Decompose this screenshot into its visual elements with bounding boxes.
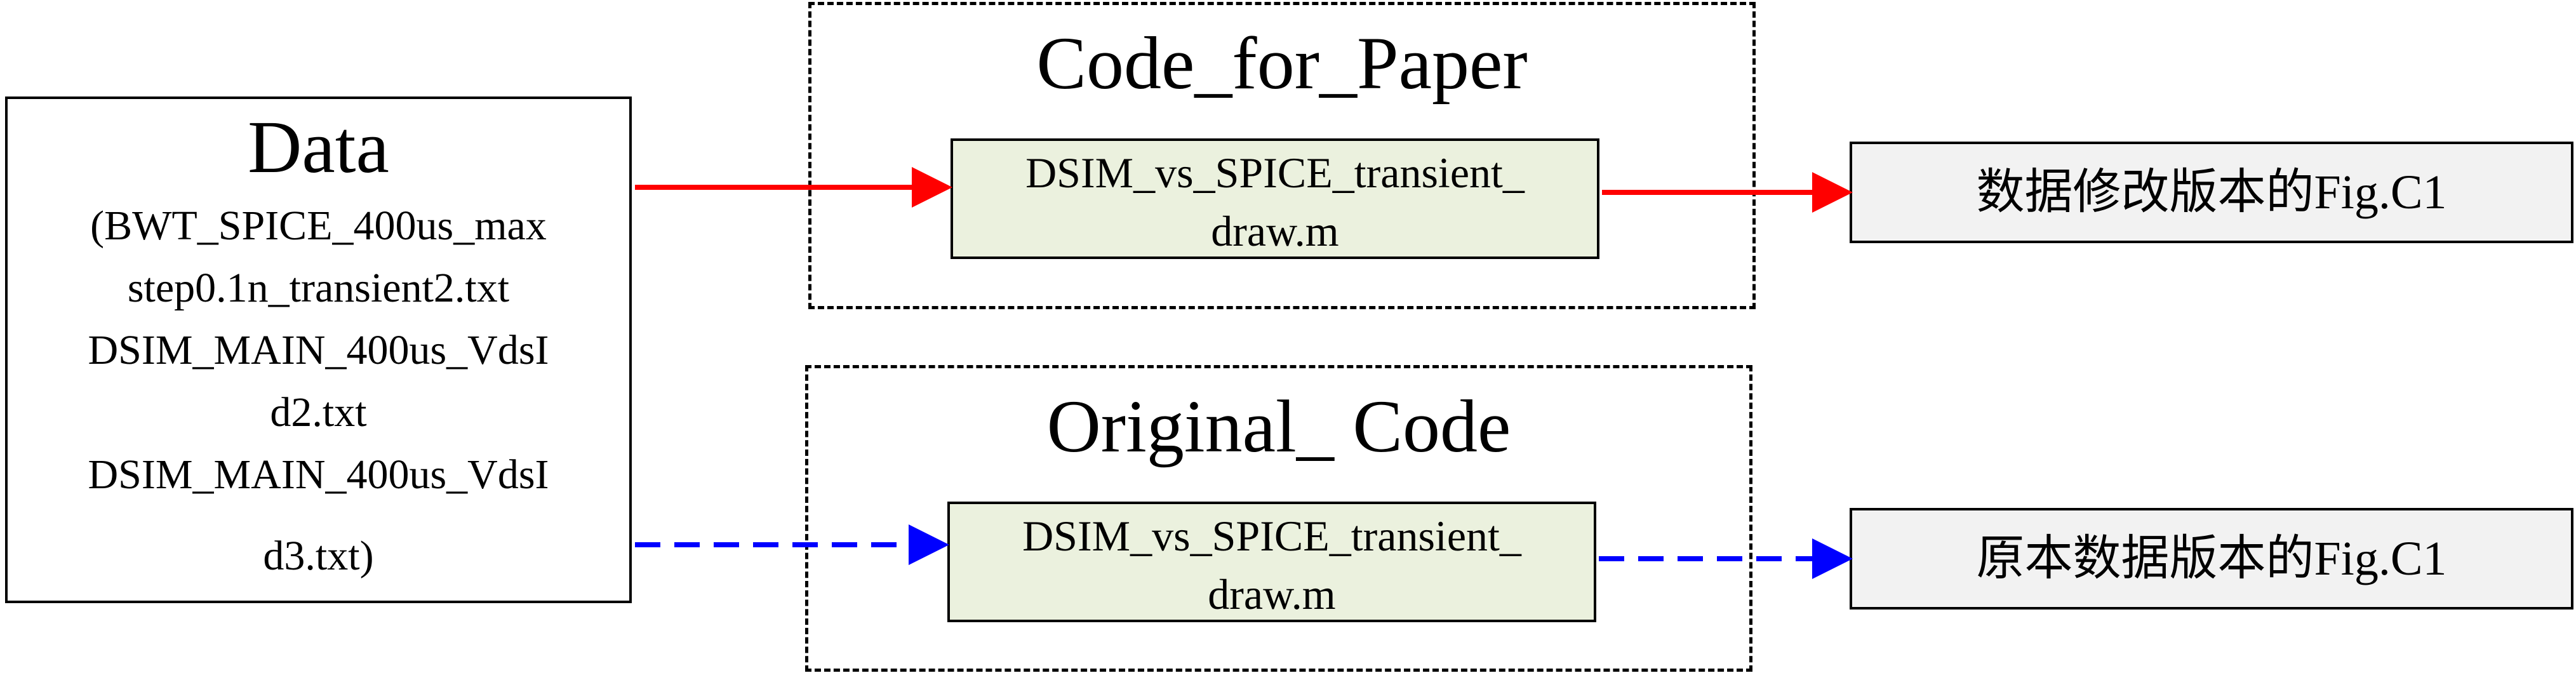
- script-box-paper: DSIM_vs_SPICE_transient_ draw.m: [951, 138, 1599, 259]
- script-name-line: DSIM_vs_SPICE_transient_: [1022, 512, 1521, 560]
- data-file-line: d2.txt: [270, 389, 367, 436]
- data-file-line: DSIM_MAIN_400us_VdsI: [88, 451, 549, 498]
- script-name-line: draw.m: [1208, 570, 1336, 618]
- data-title: Data: [248, 105, 389, 189]
- script-name-line: DSIM_vs_SPICE_transient_: [1025, 149, 1525, 197]
- code-for-paper-group: Code_for_Paper: [808, 2, 1756, 309]
- output-box-original: 原本数据版本的Fig.C1: [1850, 508, 2573, 610]
- data-file-line: step0.1n_transient2.txt: [127, 265, 510, 311]
- code-for-paper-title: Code_for_Paper: [1036, 22, 1528, 105]
- original-code-group: Original_ Code: [805, 365, 1752, 672]
- original-code-title: Original_ Code: [1046, 385, 1511, 468]
- script-box-original: DSIM_vs_SPICE_transient_ draw.m: [947, 502, 1596, 622]
- data-file-line: (BWT_SPICE_400us_max: [90, 203, 547, 249]
- script-name-line: draw.m: [1211, 207, 1339, 255]
- data-file-line: DSIM_MAIN_400us_VdsI: [88, 327, 549, 373]
- output-box-modified: 数据修改版本的Fig.C1: [1850, 142, 2573, 243]
- data-box: Data (BWT_SPICE_400us_max step0.1n_trans…: [5, 97, 632, 603]
- data-file-line: d3.txt): [263, 533, 374, 579]
